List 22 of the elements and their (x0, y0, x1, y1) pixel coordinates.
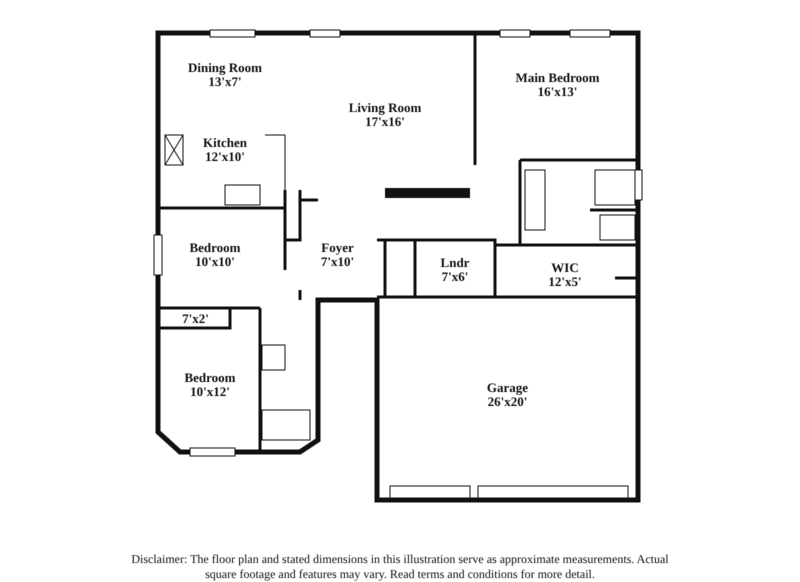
room-name: Dining Room (188, 61, 262, 75)
room-dimensions: 17'x16' (365, 115, 405, 129)
room-name: Lndr (440, 256, 470, 270)
room-name: WIC (551, 261, 579, 275)
room-dimensions: 13'x7' (208, 75, 242, 89)
room-name: Kitchen (202, 136, 248, 150)
room-dimensions: 16'x13' (538, 85, 578, 99)
room-name: Garage (486, 381, 528, 395)
room-dimensions: 7'x2' (182, 312, 209, 326)
room-dimensions: 12'x10' (205, 150, 245, 164)
room-name: Bedroom (184, 371, 236, 385)
room-dimensions: 10'x10' (195, 255, 235, 269)
room-name: Main Bedroom (516, 71, 600, 85)
room-dimensions: 7'x10' (320, 255, 354, 269)
room-name: Living Room (348, 101, 422, 115)
room-dimensions: 10'x12' (190, 385, 230, 399)
room-dimensions: 7'x6' (442, 270, 468, 284)
room-dimensions: 12'x5' (548, 275, 582, 289)
room-dimensions: 26'x20' (488, 395, 528, 409)
disclaimer-text: Disclaimer: The floor plan and stated dimensions in this illustration serve as approximate measurements. Actual square footage and features may vary. Read terms and conditions for more detail. (130, 552, 670, 582)
room-name: Bedroom (189, 241, 241, 255)
room-name: Foyer (321, 241, 354, 255)
